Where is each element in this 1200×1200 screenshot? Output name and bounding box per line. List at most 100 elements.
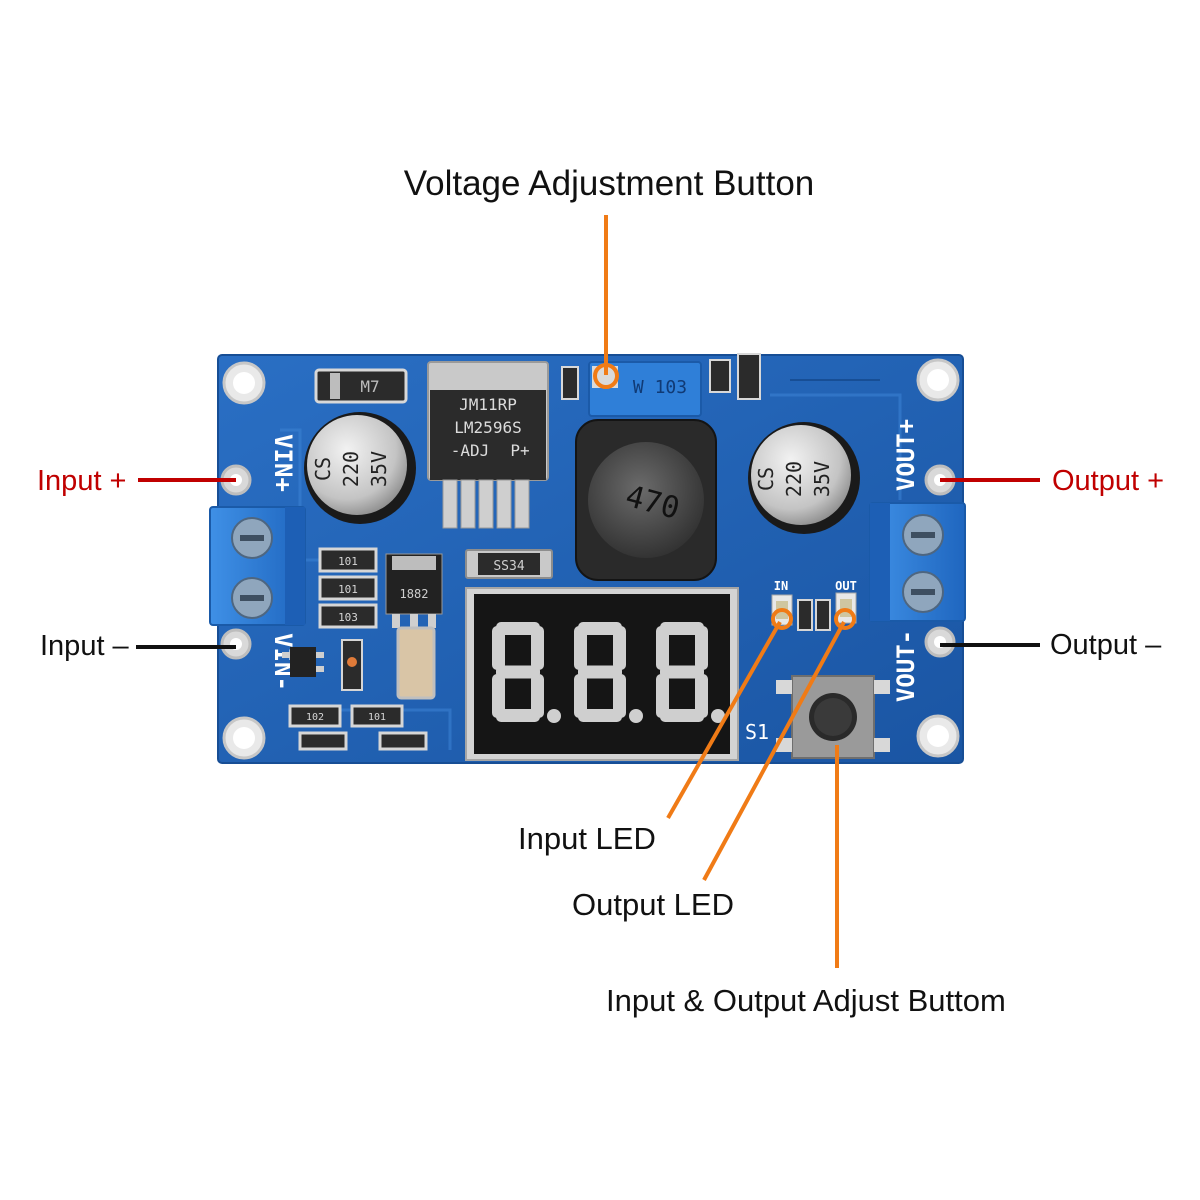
smd-led — [347, 657, 357, 667]
display-segment — [574, 626, 587, 670]
svg-text:103: 103 — [338, 611, 358, 624]
display-segment — [492, 674, 505, 718]
svg-text:102: 102 — [306, 712, 324, 723]
display-segment — [578, 622, 622, 635]
callout-adjust-button: Input & Output Adjust Buttom — [606, 983, 1006, 1018]
regulator-chip: JM11RP LM2596S -ADJ P+ — [427, 361, 549, 529]
display-segment — [496, 665, 540, 679]
adjust-push-button — [776, 675, 890, 759]
screw-icon — [231, 577, 273, 619]
vout-minus-silk: VOUT- — [892, 630, 920, 702]
marker-ring — [771, 608, 793, 630]
display-segment — [695, 674, 708, 718]
vin-plus-silk: VIN+ — [269, 434, 297, 492]
pad-vout-minus — [924, 626, 956, 658]
led-in-silk: IN — [774, 579, 788, 593]
display-segment — [492, 626, 505, 670]
marker-ring — [834, 608, 856, 630]
display-segment — [660, 622, 704, 635]
display-readout: 8.8.8. — [600, 751, 604, 753]
display-decimal-point — [711, 709, 725, 723]
callout-output-minus: Output – — [1050, 629, 1162, 661]
svg-text:M7: M7 — [360, 377, 379, 396]
svg-text:101: 101 — [338, 583, 358, 596]
display-segment — [578, 665, 622, 679]
smd-capacitor — [709, 359, 731, 393]
title-voltage-adjustment: Voltage Adjustment Button — [404, 164, 815, 203]
display-segment — [660, 709, 704, 722]
mounting-hole — [916, 714, 960, 758]
output-capacitor: CS 220 35V — [748, 422, 860, 534]
display-digit-segments — [492, 622, 725, 723]
smd-resistor — [797, 599, 813, 631]
schottky-diode: SS34 — [465, 549, 553, 579]
smd-resistor: 102 — [288, 704, 342, 728]
switch-silk: S1 — [745, 720, 769, 744]
inductor-470: 470 — [575, 419, 717, 581]
svg-text:35V: 35V — [367, 451, 391, 487]
svg-text:220: 220 — [782, 461, 806, 497]
mounting-hole — [222, 716, 266, 760]
marker-ring — [593, 363, 619, 389]
display-decimal-point — [629, 709, 643, 723]
callout-output-led: Output LED — [572, 887, 734, 922]
smd-resistor: 101 — [318, 547, 378, 573]
display-decimal-point — [547, 709, 561, 723]
pad-vin-minus — [220, 628, 252, 660]
leader-input-led — [666, 621, 782, 819]
smd-transistor — [282, 647, 324, 677]
svg-text:1882: 1882 — [400, 587, 429, 601]
svg-text:CS: CS — [311, 457, 335, 481]
display-segment — [578, 709, 622, 722]
display-segment — [660, 665, 704, 679]
regulator-suffix: -ADJ — [451, 441, 490, 460]
vout-plus-silk: VOUT+ — [892, 419, 920, 491]
display-segment — [613, 626, 626, 670]
smd-resistor — [298, 731, 348, 751]
svg-text:35V: 35V — [810, 461, 834, 497]
svg-text:SS34: SS34 — [493, 559, 524, 574]
diode-m7: M7 — [314, 368, 408, 404]
seven-segment-display: 8.8.8. — [465, 587, 739, 761]
regulator-brand: JM11RP — [459, 395, 517, 414]
display-segment — [613, 674, 626, 718]
input-terminal-block — [209, 506, 306, 626]
mounting-hole — [916, 358, 960, 402]
smd-resistor: 101 — [318, 575, 378, 601]
screw-icon — [902, 571, 944, 613]
mounting-hole — [222, 361, 266, 405]
svg-text:CS: CS — [754, 467, 778, 491]
display-segment — [574, 674, 587, 718]
smd-capacitor — [561, 366, 579, 400]
leader-output-led — [702, 621, 846, 881]
callout-input-led: Input LED — [518, 821, 656, 856]
callout-output-plus: Output + — [1052, 465, 1164, 497]
display-segment — [496, 709, 540, 722]
smd-resistor: 101 — [350, 704, 404, 728]
display-segment — [496, 622, 540, 635]
callout-input-minus: Input – — [40, 630, 130, 662]
regulator-mark: P+ — [510, 441, 529, 460]
smd-capacitor-large — [396, 626, 436, 700]
svg-text:220: 220 — [339, 451, 363, 487]
screw-icon — [902, 514, 944, 556]
display-segment — [656, 626, 669, 670]
regulator-model: LM2596S — [454, 418, 521, 437]
display-segment — [656, 674, 669, 718]
screw-icon — [231, 517, 273, 559]
display-segment — [531, 626, 544, 670]
svg-text:101: 101 — [338, 555, 358, 568]
ldo-regulator: 1882 — [385, 553, 443, 628]
callout-input-plus: Input + — [37, 465, 127, 497]
display-segment — [531, 674, 544, 718]
leader-lines — [136, 215, 1040, 968]
output-terminal-block — [869, 502, 966, 622]
smd-resistor — [815, 599, 831, 631]
smd-resistor — [378, 731, 428, 751]
svg-text:101: 101 — [368, 712, 386, 723]
smd-resistor: 103 — [318, 603, 378, 629]
display-segment — [695, 626, 708, 670]
input-capacitor: CS 220 35V — [304, 412, 416, 524]
